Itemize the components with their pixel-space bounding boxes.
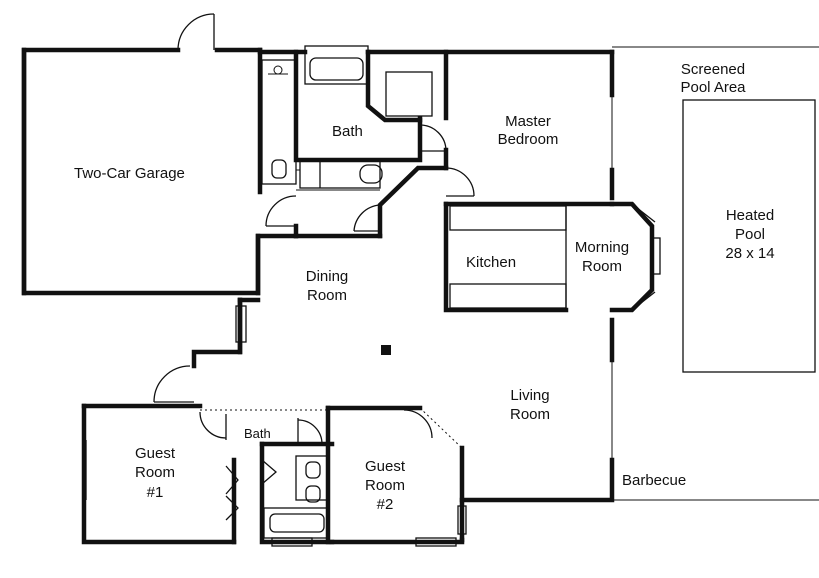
guest-windows <box>85 440 467 547</box>
guest2-label-3: #2 <box>376 496 394 513</box>
guest-bath-fixtures <box>263 455 329 539</box>
vanity <box>299 159 383 189</box>
guest-bath-label: Bath <box>244 426 271 441</box>
dining-walls <box>191 233 261 369</box>
dining-label-2: Room <box>306 287 347 304</box>
guest1-label-2: Room <box>134 464 175 481</box>
kitchen-label: Kitchen <box>466 254 517 271</box>
bath-label: Bath <box>332 123 363 140</box>
morning-label-2: Room <box>581 258 622 275</box>
pool-label-2: Pool <box>734 226 766 243</box>
guest-bath-door-2[interactable] <box>297 418 323 445</box>
guest1-label-3: #1 <box>146 484 164 501</box>
screened-label-1: Screened <box>680 61 746 78</box>
pool <box>682 99 816 373</box>
living-label-2: Room <box>509 406 550 423</box>
guest-bath-door[interactable] <box>199 411 227 440</box>
garage-walls <box>21 47 299 296</box>
guest1-label-1: Guest <box>134 445 176 462</box>
living-label-1: Living <box>510 387 550 404</box>
screened-label-2: Pool Area <box>680 79 746 96</box>
dining-label-1: Dining <box>305 268 349 285</box>
barbecue-label: Barbecue <box>622 472 687 489</box>
bath-door[interactable] <box>419 124 447 152</box>
master-label-1: Master <box>505 113 551 130</box>
master-label-2: Bedroom <box>497 131 559 148</box>
column <box>381 345 391 355</box>
living-walls <box>459 317 615 543</box>
closet-doors <box>225 459 277 521</box>
hall-door[interactable] <box>353 204 381 232</box>
guest2-door[interactable] <box>403 407 463 449</box>
garage-entry-door[interactable] <box>177 13 215 51</box>
kitchen-counters <box>449 204 567 310</box>
garage-hall-door[interactable] <box>265 195 297 227</box>
master-door[interactable] <box>445 167 475 197</box>
pool-label-3: 28 x 14 <box>725 245 775 262</box>
guest2-label-2: Room <box>364 477 405 494</box>
garage-label: Two-Car Garage <box>74 165 185 182</box>
shower-closet <box>385 71 433 158</box>
front-entry-door[interactable] <box>153 365 194 403</box>
dining-window <box>235 305 247 343</box>
pool-label-1: Heated <box>725 207 775 224</box>
bathtub <box>304 45 369 85</box>
linen-closet <box>296 169 380 191</box>
morning-label-1: Morning <box>574 239 630 256</box>
screened-enclosure <box>612 46 819 501</box>
guest2-label-1: Guest <box>364 458 406 475</box>
morning-room-windows <box>631 203 661 311</box>
shower-stall <box>261 59 297 185</box>
